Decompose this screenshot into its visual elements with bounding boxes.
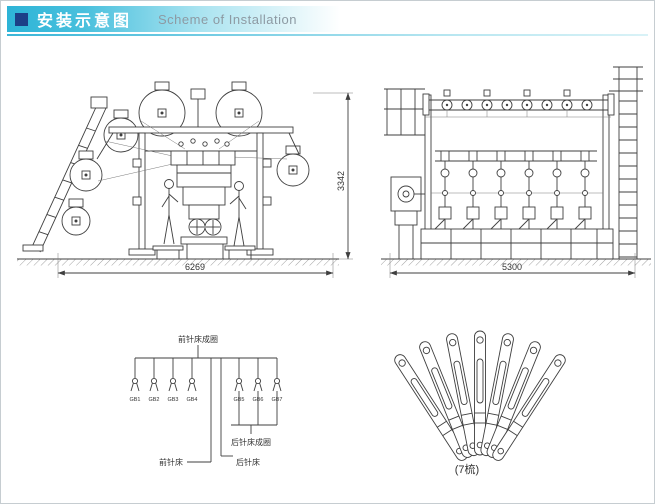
guide-bar-diagram: 前针床成圈 GB1 GB2 [129, 334, 282, 467]
yarn-beam [215, 81, 263, 137]
back-loop-label: 后针床成圈 [231, 437, 271, 447]
machine-frame [96, 88, 300, 256]
header: 安装示意图 Scheme of Installation [1, 1, 654, 39]
dimension-text-height-front: 3342 [336, 171, 346, 191]
yarn-beam [103, 109, 139, 153]
guide-bar-label: GB2 [148, 397, 159, 403]
comb-icon [419, 341, 474, 458]
dimension-text-width-side: 5300 [502, 262, 522, 272]
comb-icon [394, 354, 468, 461]
page-title-zh: 安装示意图 [37, 13, 133, 30]
yarn-beam [61, 198, 91, 236]
guide-bar-symbol [130, 358, 282, 392]
front-view-drawing: 6269 3342 [17, 81, 353, 278]
ground-line [381, 258, 651, 266]
yarn-beam [138, 81, 186, 137]
header-gradient-strip: 安装示意图 Scheme of Installation [7, 6, 648, 32]
header-divider [7, 34, 648, 36]
comb-icon [446, 333, 480, 457]
comb-icon [486, 341, 541, 458]
comb-icon [480, 333, 514, 457]
page-title-en: Scheme of Installation [158, 11, 297, 27]
comb-icon [492, 354, 566, 461]
front-bed-label: 前针床 [159, 457, 183, 467]
operator-figure [224, 181, 256, 259]
guide-bar-label: GB4 [186, 397, 197, 403]
front-loop-label: 前针床成圈 [178, 334, 218, 344]
comb-fan: (7梳) [394, 330, 566, 476]
ground-line [17, 258, 339, 266]
back-bed-label: 后针床 [236, 457, 260, 467]
left-railing [384, 88, 425, 136]
machine-body [170, 138, 236, 259]
yarn-beam [276, 145, 310, 187]
side-view-drawing: 5300 [381, 66, 651, 278]
dimension-front-width: 6269 [57, 253, 334, 278]
knitting-sections [431, 150, 603, 230]
dimension-side-width: 5300 [389, 253, 636, 278]
dimension-front-height: 3342 [313, 92, 353, 260]
creel-ladder-icon [22, 96, 108, 253]
operator-figure [152, 179, 184, 259]
comb-fan-label: (7梳) [455, 462, 479, 476]
machine-base [420, 228, 614, 260]
access-ladder [609, 66, 643, 259]
yarn-beam [69, 150, 103, 192]
title-bullet-icon [15, 12, 28, 26]
top-beam-assembly [422, 89, 615, 118]
guide-bar-label: GB3 [167, 397, 178, 403]
guide-bar-label: GB1 [129, 397, 140, 403]
drive-unit [390, 176, 425, 259]
dimension-text-width-front: 6269 [185, 262, 205, 272]
